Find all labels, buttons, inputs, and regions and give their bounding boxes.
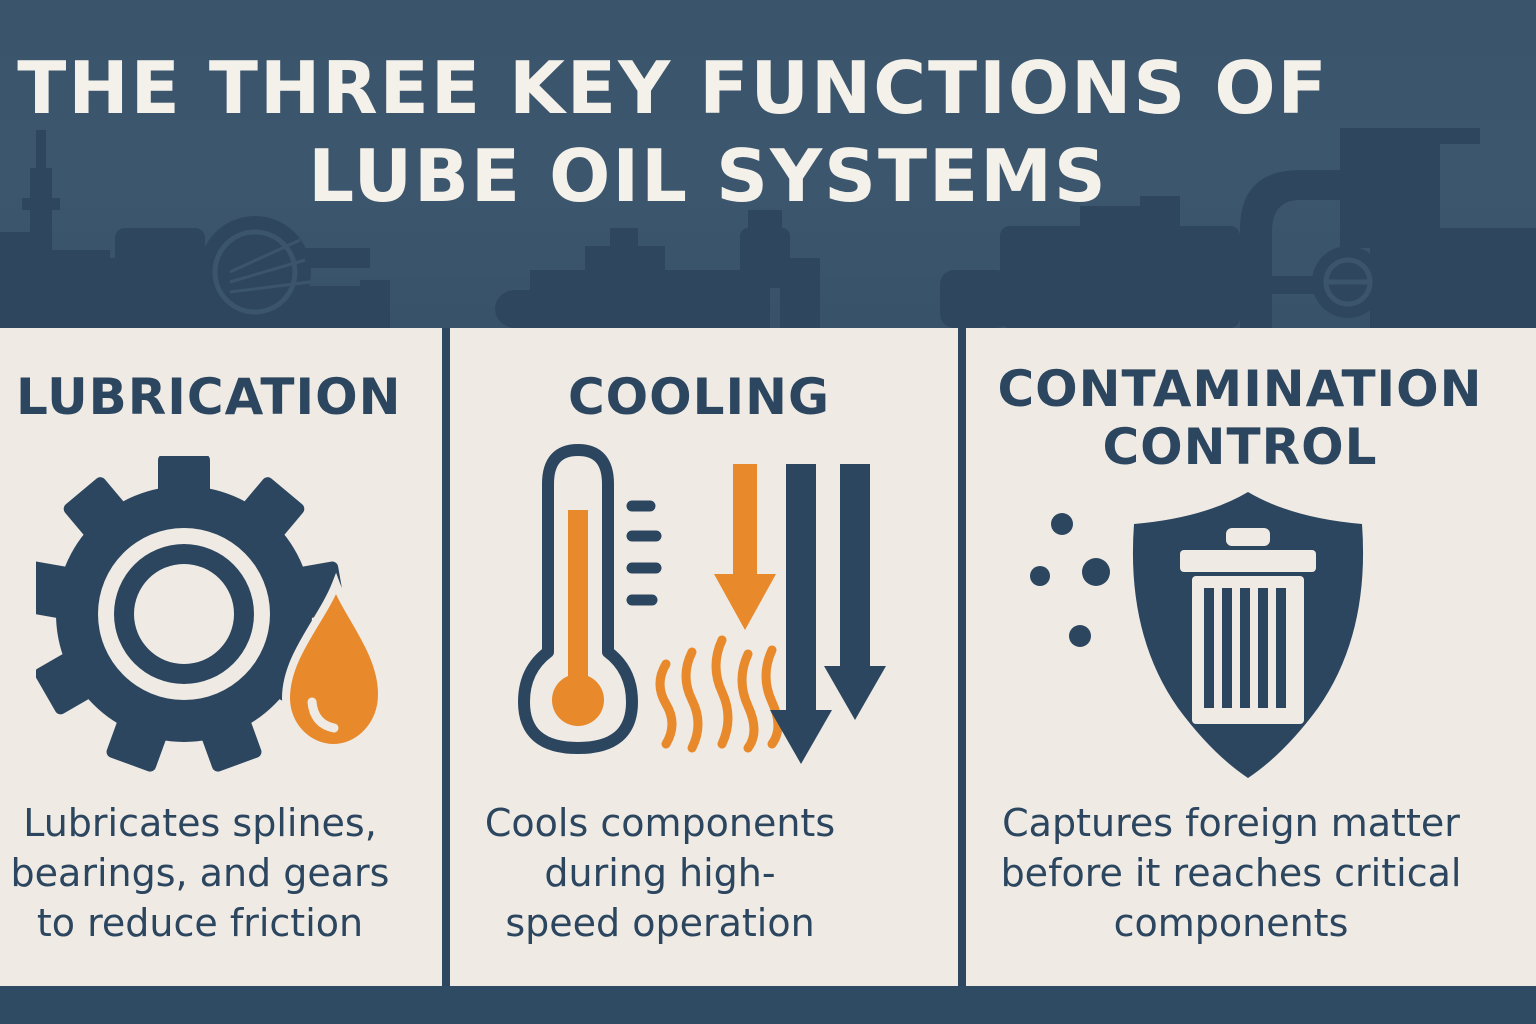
- panel-lubrication: LUBRICATION: [0, 328, 442, 986]
- footer-bar: [0, 986, 1536, 1024]
- title-line-2: LUBE OIL SYSTEMS: [308, 134, 1108, 218]
- panel-contamination-control: CONTAMINATION CONTROL: [966, 328, 1536, 986]
- shield-filter-icon: [1030, 492, 1364, 778]
- gear-oil-drop-icon: [36, 456, 387, 772]
- header-banner: THE THREE KEY FUNCTIONS OF LUBE OIL SYST…: [0, 0, 1536, 328]
- panel-heading-contamination-control: CONTAMINATION CONTROL: [997, 360, 1483, 476]
- panel-cooling: COOLING: [450, 328, 958, 986]
- functions-panels: LUBRICATION: [0, 328, 1536, 986]
- title-line-1: THE THREE KEY FUNCTIONS OF: [17, 46, 1329, 130]
- thermometer-icon: [518, 444, 886, 764]
- panel-heading-cooling: COOLING: [567, 368, 831, 426]
- industrial-skyline-silhouette: [0, 128, 1536, 328]
- panel-description-cooling: Cools components during high- speed oper…: [484, 801, 836, 945]
- panel-description-contamination-control: Captures foreign matter before it reache…: [1000, 801, 1462, 945]
- panel-heading-lubrication: LUBRICATION: [16, 368, 402, 426]
- page-title: THE THREE KEY FUNCTIONS OF LUBE OIL SYST…: [0, 44, 1536, 220]
- panel-description-lubrication: Lubricates splines, bearings, and gears …: [10, 801, 390, 945]
